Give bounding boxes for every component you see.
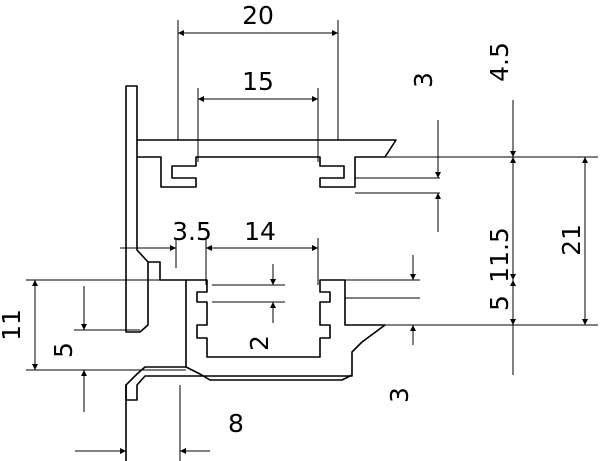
dim-label-11: 11 [0,309,26,341]
dim-label-3-5: 3.5 [172,217,212,246]
dim-label-14: 14 [244,217,276,246]
dim-label-11-5: 11.5 [485,227,514,283]
dim-label-5-right: 5 [485,295,514,311]
lower-channel-inner [185,279,386,381]
dim-label-5-left: 5 [49,342,78,358]
dim-label-8: 8 [228,409,244,438]
left-strip [125,85,149,333]
dim-label-21: 21 [557,224,586,256]
dimension-lines [26,20,598,461]
dim-label-2: 2 [245,335,274,351]
dim-label-3-top: 3 [409,72,438,88]
dimension-labels: 20 15 3.5 14 8 2 11 5 3 4.5 11.5 21 5 3 [0,1,586,438]
dim-label-20: 20 [242,1,274,30]
dim-label-3-bottom: 3 [385,387,414,403]
lower-channel [125,261,187,461]
upper-flange [136,139,397,188]
bottom-leg [125,375,353,401]
dim-label-4-5: 4.5 [485,42,514,82]
dim-label-15: 15 [242,67,274,96]
profile-outline [125,85,397,461]
